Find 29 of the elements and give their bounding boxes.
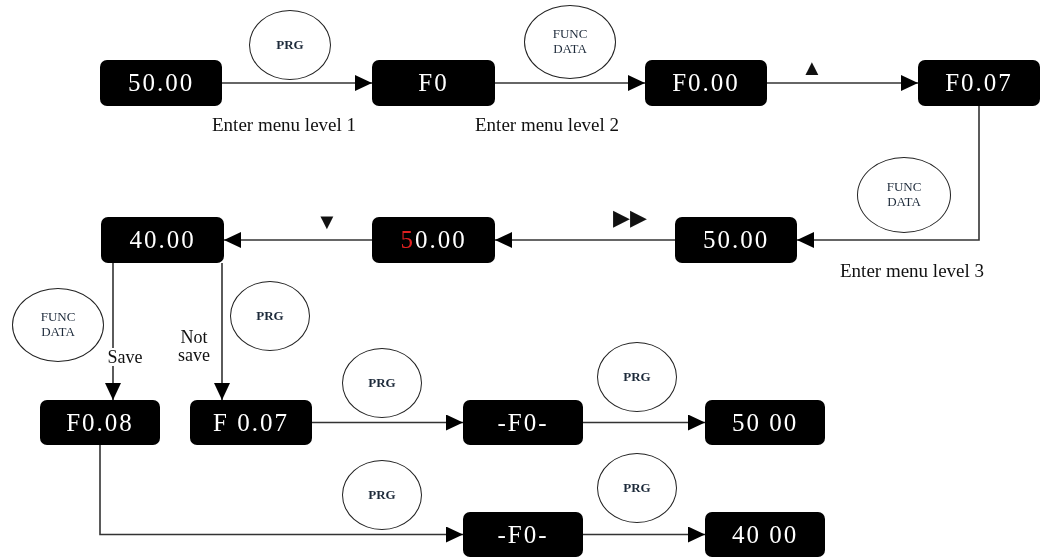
arrow xyxy=(582,414,706,431)
display-screen: 50.00 xyxy=(100,60,222,106)
arrow xyxy=(766,75,919,91)
arrow xyxy=(214,262,230,401)
display-screen: F 0.07 xyxy=(190,400,312,445)
display-screen: -F0- xyxy=(463,400,583,445)
display-screen: 40 00 xyxy=(705,512,825,557)
arrow xyxy=(582,526,706,543)
display-screen: 50.00 xyxy=(372,217,495,263)
caption-text: Enter menu level 3 xyxy=(840,260,985,282)
display-screen: F0.00 xyxy=(645,60,767,106)
caption-text: Enter menu level 1 xyxy=(212,114,357,136)
arrow xyxy=(311,414,464,431)
display-screen: F0.07 xyxy=(918,60,1040,106)
display-screen: F0.08 xyxy=(40,400,160,445)
arrow xyxy=(796,105,980,248)
key-symbol: ▶▶ xyxy=(613,207,647,229)
arrow xyxy=(221,75,373,91)
display-screen: 50.00 xyxy=(675,217,797,263)
display-screen: F0 xyxy=(372,60,495,106)
arrow xyxy=(105,262,121,401)
arrow xyxy=(99,444,464,543)
arrow xyxy=(494,232,676,248)
arrow xyxy=(223,232,373,248)
display-screen: 40.00 xyxy=(101,217,224,263)
display-screen: 50 00 xyxy=(705,400,825,445)
display-screen: -F0- xyxy=(463,512,583,557)
caption-text: Enter menu level 2 xyxy=(475,114,620,136)
arrow xyxy=(494,75,646,91)
